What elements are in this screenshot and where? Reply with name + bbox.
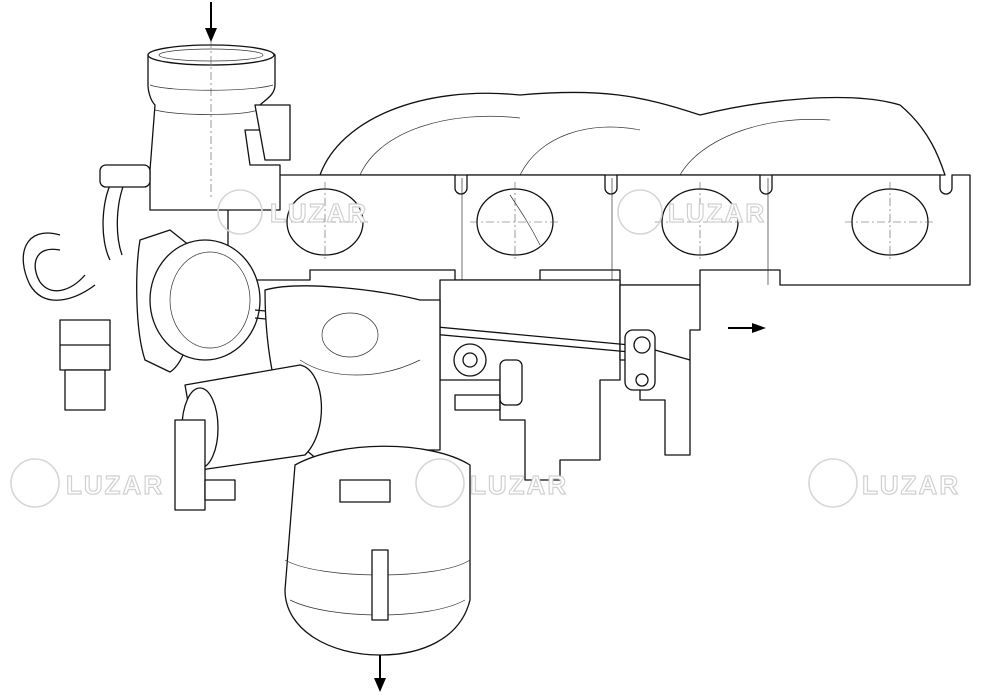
svg-text:LUZAR: LUZAR (66, 470, 164, 500)
manifold-lower-body (439, 279, 701, 481)
exhaust-manifold (227, 91, 971, 286)
wastegate-linkage (624, 329, 691, 391)
wastegate-actuator (136, 229, 631, 373)
compressor-inlet-pipe (147, 40, 291, 211)
watermark-luzar-center: LUZAR (415, 458, 568, 508)
svg-text:LUZAR: LUZAR (270, 198, 368, 228)
inlet-arrow (205, 2, 217, 42)
outlet-arrow-down (374, 655, 386, 692)
electric-valve (174, 364, 322, 511)
svg-text:LUZAR: LUZAR (862, 470, 960, 500)
watermark-luzar-top-right: LUZAR (617, 189, 766, 235)
svg-text:LUZAR: LUZAR (470, 470, 568, 500)
vacuum-hoses (22, 164, 151, 411)
compressor-outlet-housing (284, 445, 471, 656)
watermark-luzar-left: LUZAR (10, 458, 164, 508)
outlet-arrow-right (728, 323, 766, 333)
watermark-luzar-right: LUZAR (808, 458, 960, 508)
svg-text:LUZAR: LUZAR (668, 198, 766, 228)
watermark-luzar-top: LUZAR (217, 189, 368, 235)
